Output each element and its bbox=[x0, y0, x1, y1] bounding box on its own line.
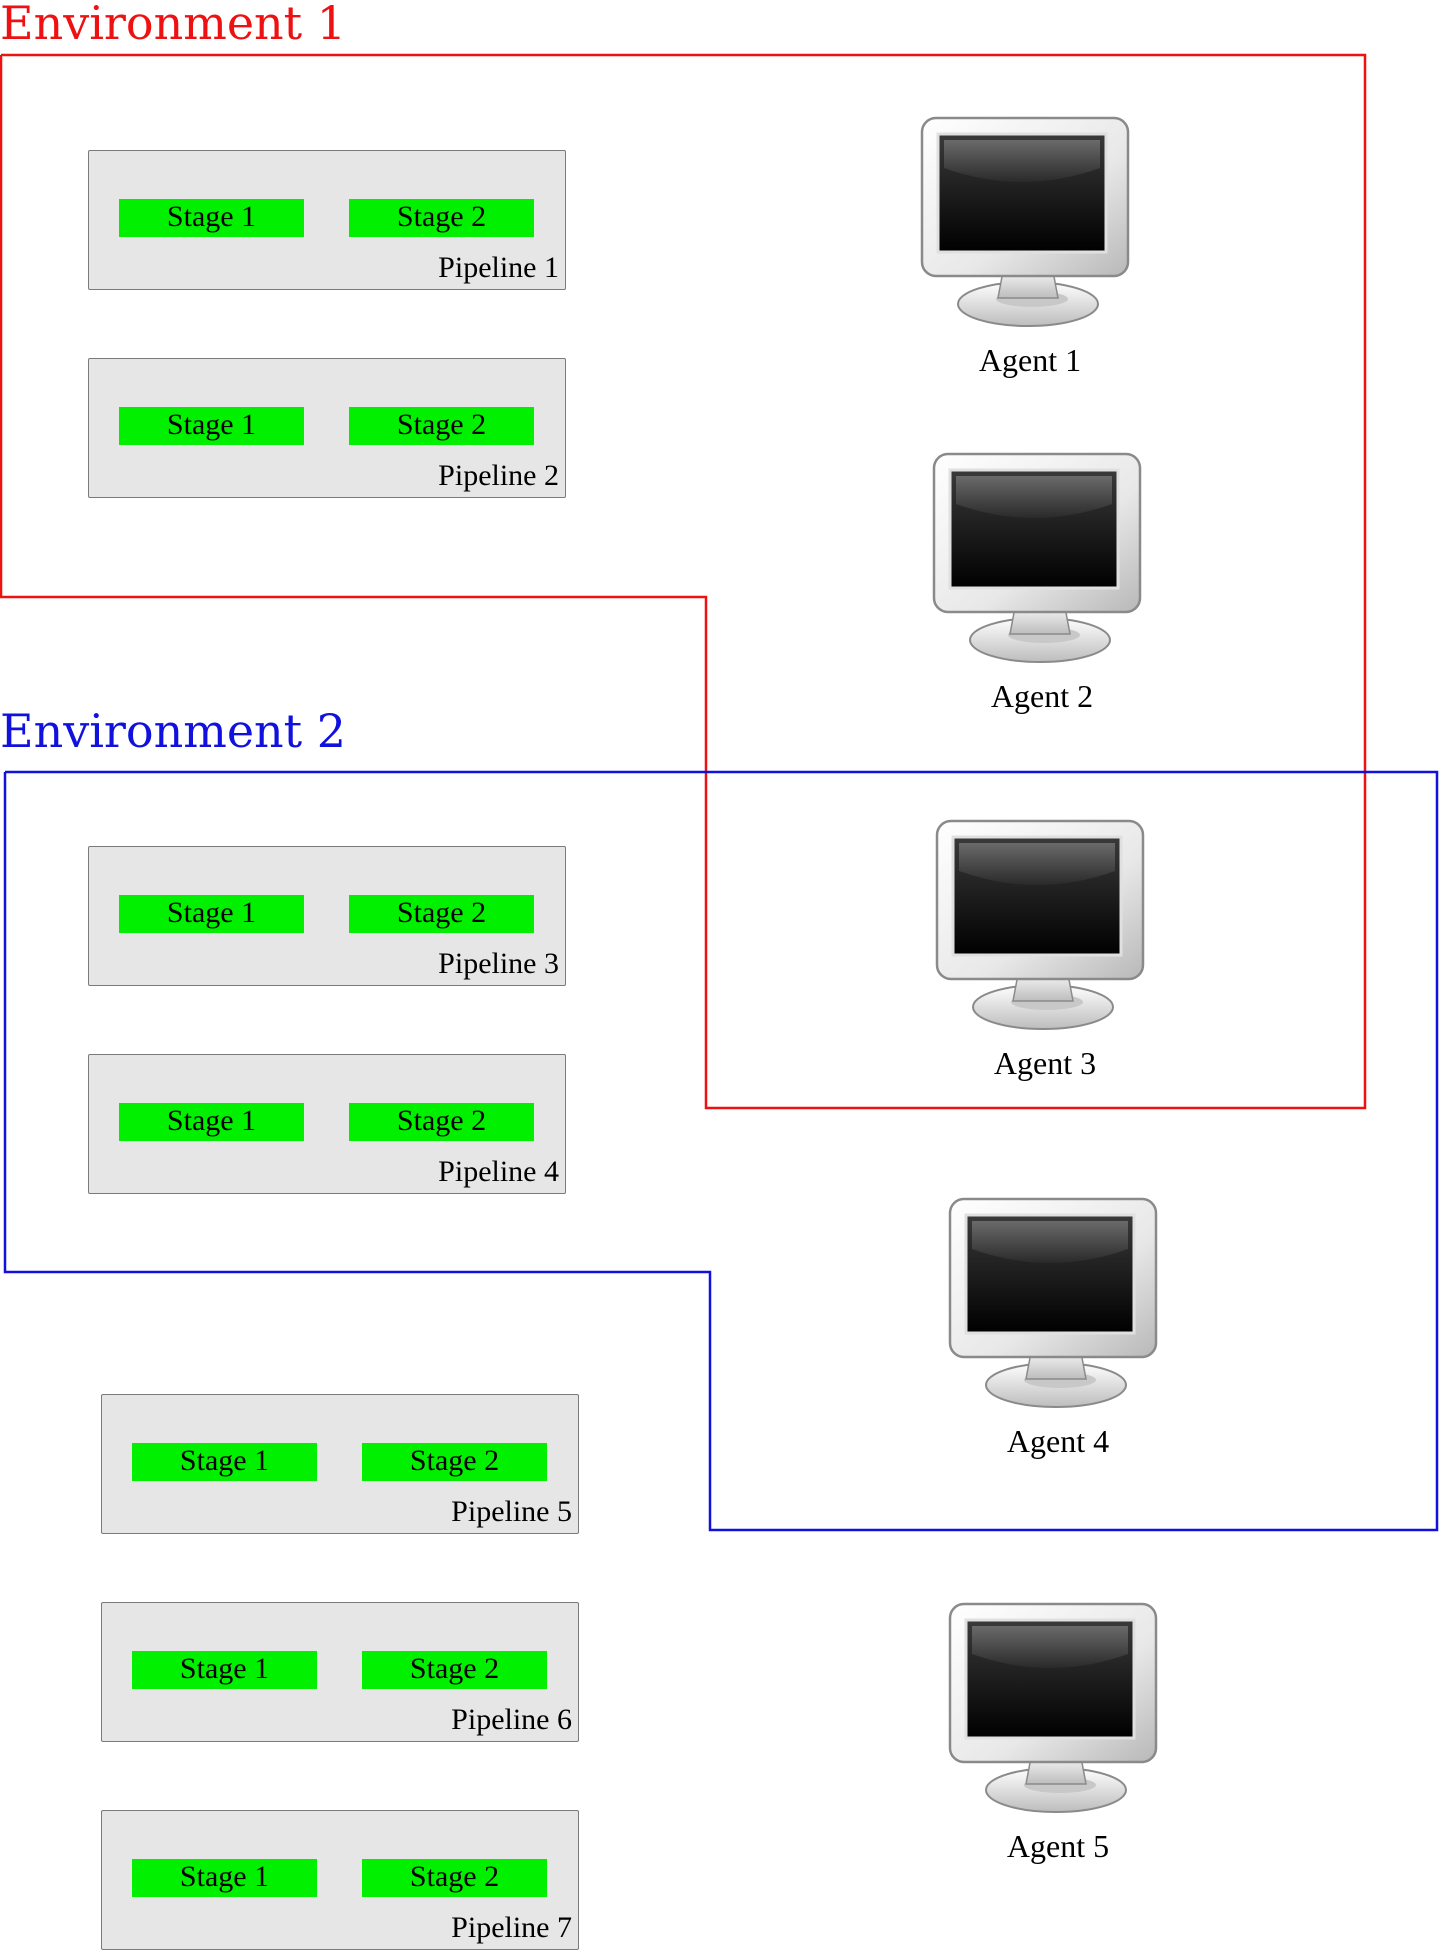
monitor-icon bbox=[948, 1602, 1158, 1813]
agent-label: Agent 5 bbox=[1006, 1828, 1110, 1864]
stage-1-box: Stage 1 bbox=[119, 895, 304, 933]
stage-2-box: Stage 2 bbox=[362, 1443, 547, 1481]
pipeline-label: Pipeline 3 bbox=[438, 947, 559, 980]
stage-2-box: Stage 2 bbox=[349, 1103, 534, 1141]
stage-1-box: Stage 1 bbox=[132, 1651, 317, 1689]
monitor-icon bbox=[920, 116, 1130, 327]
agent-label: Agent 2 bbox=[990, 678, 1094, 714]
pipeline-label: Pipeline 2 bbox=[438, 459, 559, 492]
pipeline-5: Stage 1 Stage 2 Pipeline 5 bbox=[101, 1394, 579, 1534]
monitor-icon bbox=[932, 452, 1142, 663]
agent-label: Agent 3 bbox=[993, 1045, 1097, 1081]
agent-5: Agent 5 bbox=[948, 1602, 1168, 1872]
monitor-icon bbox=[948, 1197, 1158, 1408]
pipeline-label: Pipeline 6 bbox=[451, 1703, 572, 1736]
stage-1-box: Stage 1 bbox=[132, 1443, 317, 1481]
agent-4: Agent 4 bbox=[948, 1197, 1168, 1467]
pipeline-7: Stage 1 Stage 2 Pipeline 7 bbox=[101, 1810, 579, 1950]
monitor-icon bbox=[935, 819, 1145, 1030]
pipeline-1: Stage 1 Stage 2 Pipeline 1 bbox=[88, 150, 566, 290]
agent-label: Agent 4 bbox=[1006, 1423, 1110, 1459]
stage-2-box: Stage 2 bbox=[349, 895, 534, 933]
stage-2-box: Stage 2 bbox=[362, 1651, 547, 1689]
agent-3: Agent 3 bbox=[935, 819, 1155, 1089]
environment-1-title: Environment 1 bbox=[0, 0, 347, 50]
stage-2-box: Stage 2 bbox=[362, 1859, 547, 1897]
environment-2-outline bbox=[3, 770, 1439, 1532]
pipeline-3: Stage 1 Stage 2 Pipeline 3 bbox=[88, 846, 566, 986]
pipeline-label: Pipeline 5 bbox=[451, 1495, 572, 1528]
environment-2-title: Environment 2 bbox=[0, 704, 347, 758]
pipeline-label: Pipeline 4 bbox=[438, 1155, 559, 1188]
agent-2: Agent 2 bbox=[932, 452, 1152, 722]
pipeline-label: Pipeline 1 bbox=[438, 251, 559, 284]
stage-1-box: Stage 1 bbox=[119, 199, 304, 237]
stage-1-box: Stage 1 bbox=[119, 407, 304, 445]
pipeline-6: Stage 1 Stage 2 Pipeline 6 bbox=[101, 1602, 579, 1742]
pipeline-label: Pipeline 7 bbox=[451, 1911, 572, 1944]
agent-label: Agent 1 bbox=[978, 342, 1082, 378]
stage-1-box: Stage 1 bbox=[119, 1103, 304, 1141]
agent-1: Agent 1 bbox=[920, 116, 1140, 386]
stage-1-box: Stage 1 bbox=[132, 1859, 317, 1897]
environment-1-outline bbox=[0, 53, 1367, 1110]
pipeline-4: Stage 1 Stage 2 Pipeline 4 bbox=[88, 1054, 566, 1194]
pipeline-2: Stage 1 Stage 2 Pipeline 2 bbox=[88, 358, 566, 498]
stage-2-box: Stage 2 bbox=[349, 407, 534, 445]
stage-2-box: Stage 2 bbox=[349, 199, 534, 237]
